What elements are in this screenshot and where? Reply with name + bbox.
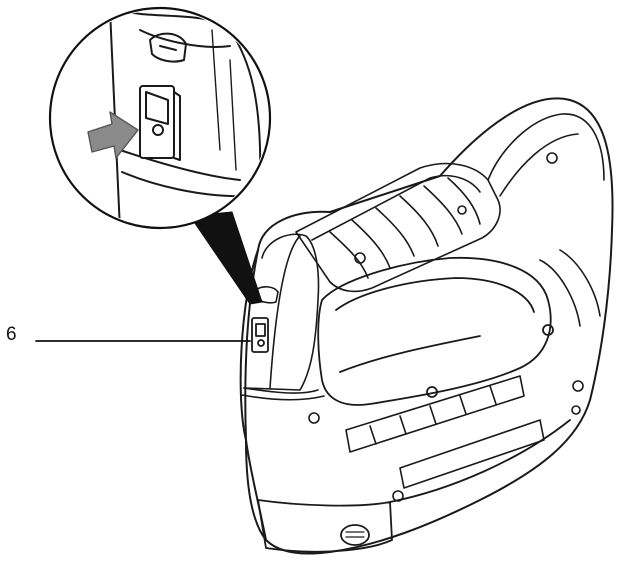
power-switch[interactable] <box>251 317 269 353</box>
vent-grille <box>308 375 584 502</box>
vent-logo-icon <box>340 524 370 546</box>
press-arrow-icon <box>87 111 139 159</box>
callout-label-6: 6 <box>6 324 17 345</box>
handle-opening <box>317 256 554 406</box>
rear-hump <box>487 113 605 327</box>
zoom-connector <box>189 211 263 305</box>
base-plate <box>257 419 571 553</box>
front-panel <box>241 233 325 401</box>
grip-ridges <box>295 162 501 293</box>
inset-magnifier <box>48 6 272 230</box>
inset-switch-icon <box>139 85 181 161</box>
